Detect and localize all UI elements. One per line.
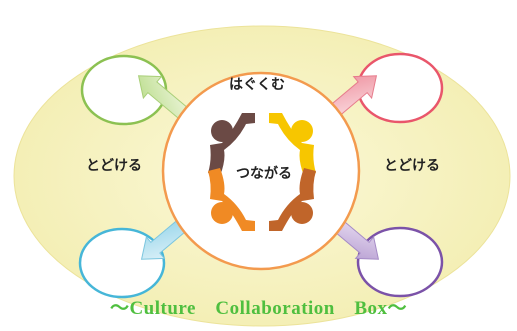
person-icon-orange xyxy=(208,168,255,231)
person-icon-yellow xyxy=(269,113,316,176)
circle-bottom-left xyxy=(78,227,166,299)
circle-bottom-right xyxy=(356,226,444,298)
arrow-icon-green xyxy=(137,75,189,120)
diagram-caption: ～Culture Collaboration Box～ xyxy=(109,298,408,319)
label-deliver-right: とどける xyxy=(384,158,440,174)
label-deliver-left: とどける xyxy=(86,158,142,174)
person-icon-rust xyxy=(269,168,316,231)
person-icon-brown xyxy=(208,113,255,176)
label-nurture: はぐくむ xyxy=(229,77,285,93)
label-connect: つながる xyxy=(236,166,292,182)
